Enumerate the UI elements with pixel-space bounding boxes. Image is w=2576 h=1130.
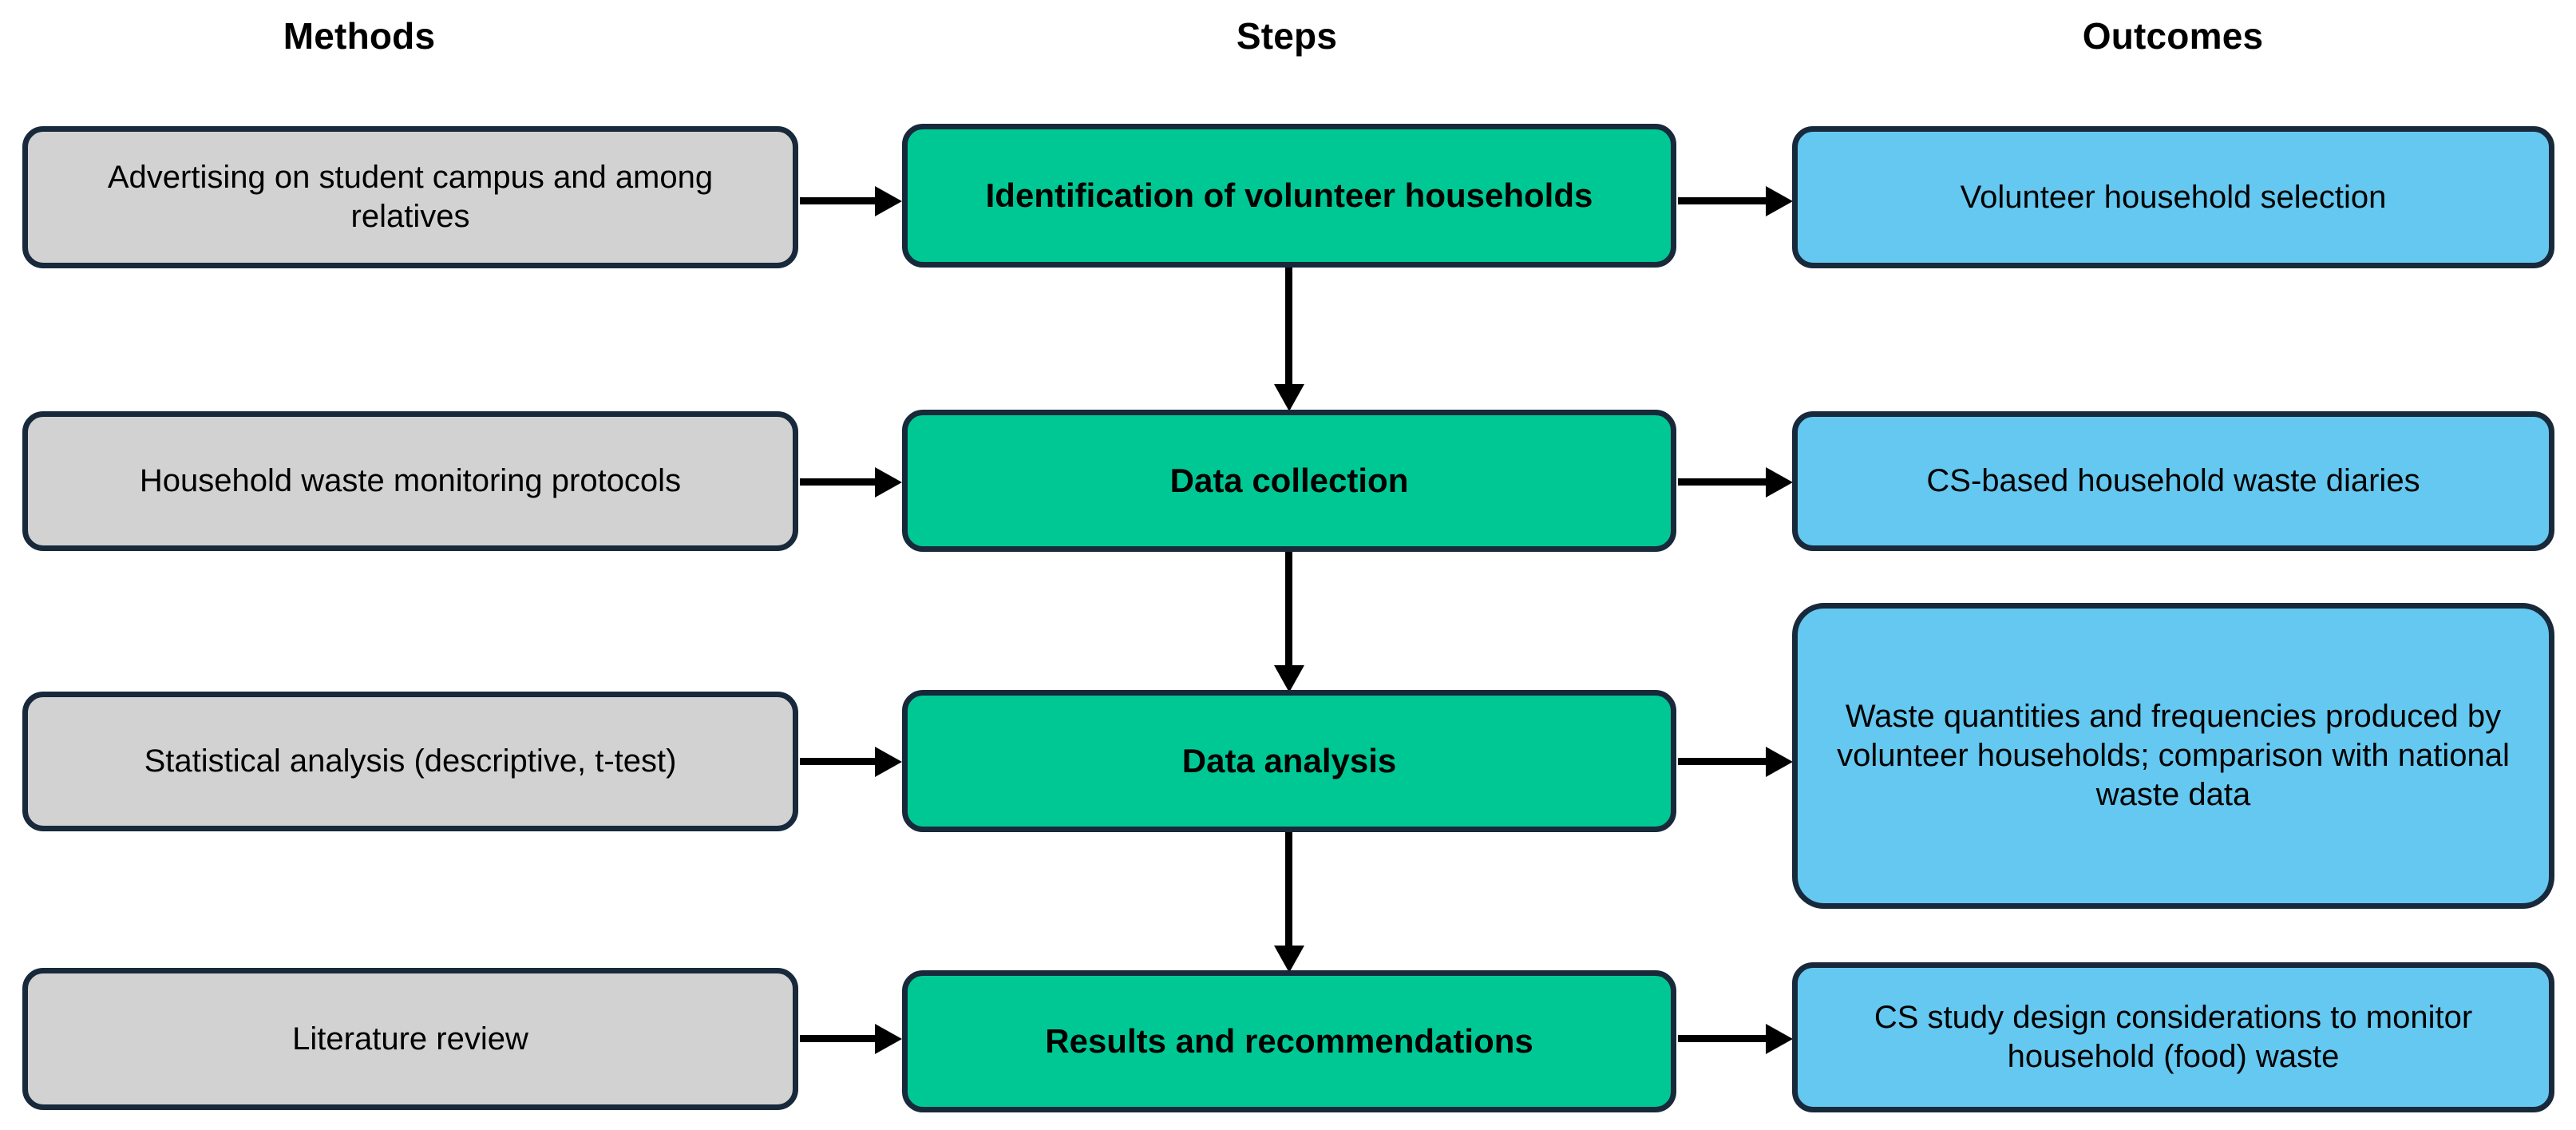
column-header-outcomes: Outcomes: [2082, 15, 2264, 57]
step-label-row-2: Data collection: [1169, 462, 1409, 500]
outcome-label-row-4: CS study design considerations to monito…: [1874, 1000, 2473, 1074]
method-label-row-1: Advertising on student campus and among …: [107, 160, 714, 234]
outcome-label-row-3: Waste quantities and frequencies produce…: [1837, 699, 2510, 812]
step-label-row-3: Data analysis: [1181, 742, 1397, 780]
column-header-steps: Steps: [1236, 15, 1338, 57]
outcome-label-row-2: CS-based household waste diaries: [1926, 463, 2420, 499]
method-label-row-2: Household waste monitoring protocols: [139, 463, 682, 499]
step-label-row-4: Results and recommendations: [1045, 1022, 1533, 1061]
method-box-row-3[interactable]: Statistical analysis (descriptive, t-tes…: [22, 692, 798, 831]
outcome-box-row-1[interactable]: Volunteer household selection: [1792, 126, 2554, 268]
outcome-box-row-3[interactable]: Waste quantities and frequencies produce…: [1792, 603, 2554, 909]
method-box-row-4[interactable]: Literature review: [22, 968, 798, 1110]
step-box-row-4[interactable]: Results and recommendations: [902, 970, 1676, 1112]
outcome-box-row-2[interactable]: CS-based household waste diaries: [1792, 411, 2554, 551]
step-box-row-2[interactable]: Data collection: [902, 410, 1676, 552]
outcome-box-row-4[interactable]: CS study design considerations to monito…: [1792, 962, 2554, 1112]
column-header-methods: Methods: [283, 15, 436, 57]
method-label-row-4: Literature review: [292, 1021, 528, 1057]
step-box-row-3[interactable]: Data analysis: [902, 690, 1676, 832]
outcome-label-row-1: Volunteer household selection: [1960, 179, 2387, 215]
step-label-row-1: Identification of volunteer households: [985, 176, 1593, 215]
method-box-row-2[interactable]: Household waste monitoring protocols: [22, 411, 798, 551]
method-box-row-1[interactable]: Advertising on student campus and among …: [22, 126, 798, 268]
step-box-row-1[interactable]: Identification of volunteer households: [902, 124, 1676, 268]
method-label-row-3: Statistical analysis (descriptive, t-tes…: [144, 743, 677, 779]
